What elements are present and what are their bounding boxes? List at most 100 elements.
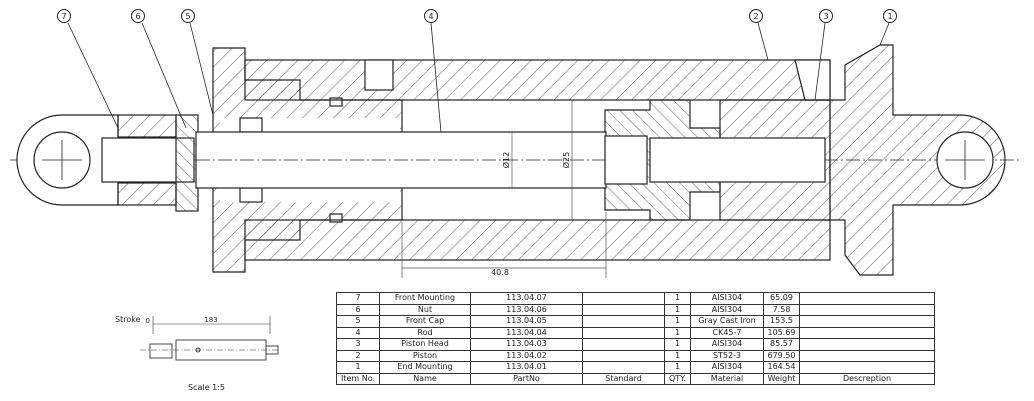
- length-dimension-label: 40.8: [491, 268, 509, 277]
- bom-weight-cell: 85.57: [763, 338, 800, 351]
- bom-partno-cell: 113.04.06: [470, 303, 583, 316]
- bom-standard-cell: [582, 349, 665, 362]
- bom-material-cell: AISI304: [690, 303, 764, 316]
- bom-standard-cell: [582, 326, 665, 339]
- bom-partno-cell: 113.04.04: [470, 326, 583, 339]
- balloon-4: 4: [424, 9, 438, 23]
- end-mounting: [829, 44, 1006, 276]
- bom-header-cell: Name: [379, 372, 471, 385]
- balloon-5: 5: [181, 9, 195, 23]
- bom-header-cell: QTY.: [664, 372, 691, 385]
- bom-weight-cell: 164.54: [763, 361, 800, 374]
- bom-partno-cell: 113.04.03: [470, 338, 583, 351]
- rod: [195, 131, 648, 189]
- bom-item-cell: 5: [336, 315, 380, 328]
- balloon-1: 1: [883, 9, 897, 23]
- bom-description-cell: [799, 326, 935, 339]
- bom-description-cell: [799, 349, 935, 362]
- svg-text:3: 3: [823, 12, 828, 21]
- bom-standard-cell: [582, 361, 665, 374]
- svg-text:4: 4: [428, 12, 433, 21]
- bom-item-cell: 2: [336, 349, 380, 362]
- balloon-7: 7: [57, 9, 71, 23]
- bom-header-cell: PartNo: [470, 372, 583, 385]
- svg-text:1: 1: [887, 12, 892, 21]
- bom-name-cell: Piston: [379, 349, 471, 362]
- bom-weight-cell: 7.58: [763, 303, 800, 316]
- bom-standard-cell: [582, 292, 665, 305]
- bom-name-cell: End Mounting: [379, 361, 471, 374]
- bom-description-cell: [799, 315, 935, 328]
- svg-text:2: 2: [753, 12, 758, 21]
- stroke-label: Stroke: [115, 315, 141, 324]
- bom-item-cell: 4: [336, 326, 380, 339]
- dimensions: [401, 100, 607, 278]
- bom-qty-cell: 1: [664, 303, 691, 316]
- balloons: 7 6 5 4 2 3 1: [57, 9, 897, 23]
- bom-name-cell: Piston Head: [379, 338, 471, 351]
- bom-header-cell: Weight: [763, 372, 800, 385]
- bom-partno-cell: 113.04.05: [470, 315, 583, 328]
- bom-name-cell: Front Mounting: [379, 292, 471, 305]
- balloon-3: 3: [819, 9, 833, 23]
- scale-label: Scale 1:5: [188, 383, 225, 392]
- stroke-start-label: 0: [146, 317, 150, 325]
- bom-qty-cell: 1: [664, 326, 691, 339]
- bom-header-cell: Descreption: [799, 372, 935, 385]
- bom-qty-cell: 1: [664, 361, 691, 374]
- balloon-6: 6: [131, 9, 145, 23]
- bom-material-cell: AISI304: [690, 338, 764, 351]
- bom-header-cell: Standard: [582, 372, 665, 385]
- bom-item-cell: 3: [336, 338, 380, 351]
- bom-partno-cell: 113.04.07: [470, 292, 583, 305]
- bom-header-cell: Material: [690, 372, 764, 385]
- cylinder-section-drawing: 7 6 5 4 2 3 1 Ø12 Ø25 40.8: [10, 9, 1020, 278]
- bom-description-cell: [799, 292, 935, 305]
- bom-qty-cell: 1: [664, 292, 691, 305]
- bom-qty-cell: 1: [664, 315, 691, 328]
- balloon-leaders: [67, 22, 890, 133]
- svg-text:6: 6: [135, 12, 140, 21]
- bore-diameter-label: Ø25: [561, 152, 571, 168]
- bom-item-cell: 6: [336, 303, 380, 316]
- bom-description-cell: [799, 338, 935, 351]
- bom-weight-cell: 679.50: [763, 349, 800, 362]
- bom-material-cell: CK45-7: [690, 326, 764, 339]
- stroke-view: Stroke 0 183 Scale 1:5: [115, 315, 280, 392]
- front-mounting: [16, 114, 195, 206]
- nut: [175, 114, 199, 212]
- bom-item-cell: 1: [336, 361, 380, 374]
- bom-partno-cell: 113.04.01: [470, 361, 583, 374]
- bom-weight-cell: 153.5: [763, 315, 800, 328]
- bom-qty-cell: 1: [664, 349, 691, 362]
- bom-material-cell: AISI304: [690, 361, 764, 374]
- bom-name-cell: Nut: [379, 303, 471, 316]
- bom-material-cell: Gray Cast Iron: [690, 315, 764, 328]
- bom-qty-cell: 1: [664, 338, 691, 351]
- bom-description-cell: [799, 303, 935, 316]
- bom-name-cell: Rod: [379, 326, 471, 339]
- svg-text:7: 7: [61, 12, 66, 21]
- bom-header-cell: Item No.: [336, 372, 380, 385]
- bom-material-cell: AISI304: [690, 292, 764, 305]
- rod-diameter-label: Ø12: [501, 152, 511, 168]
- barrel: [244, 59, 831, 261]
- bom-standard-cell: [582, 338, 665, 351]
- balloon-2: 2: [749, 9, 763, 23]
- bom-material-cell: ST52-3: [690, 349, 764, 362]
- bom-standard-cell: [582, 303, 665, 316]
- bom-weight-cell: 105.69: [763, 326, 800, 339]
- stroke-value-label: 183: [204, 316, 217, 324]
- piston-head: [604, 99, 831, 221]
- bom-standard-cell: [582, 315, 665, 328]
- bom-weight-cell: 65.09: [763, 292, 800, 305]
